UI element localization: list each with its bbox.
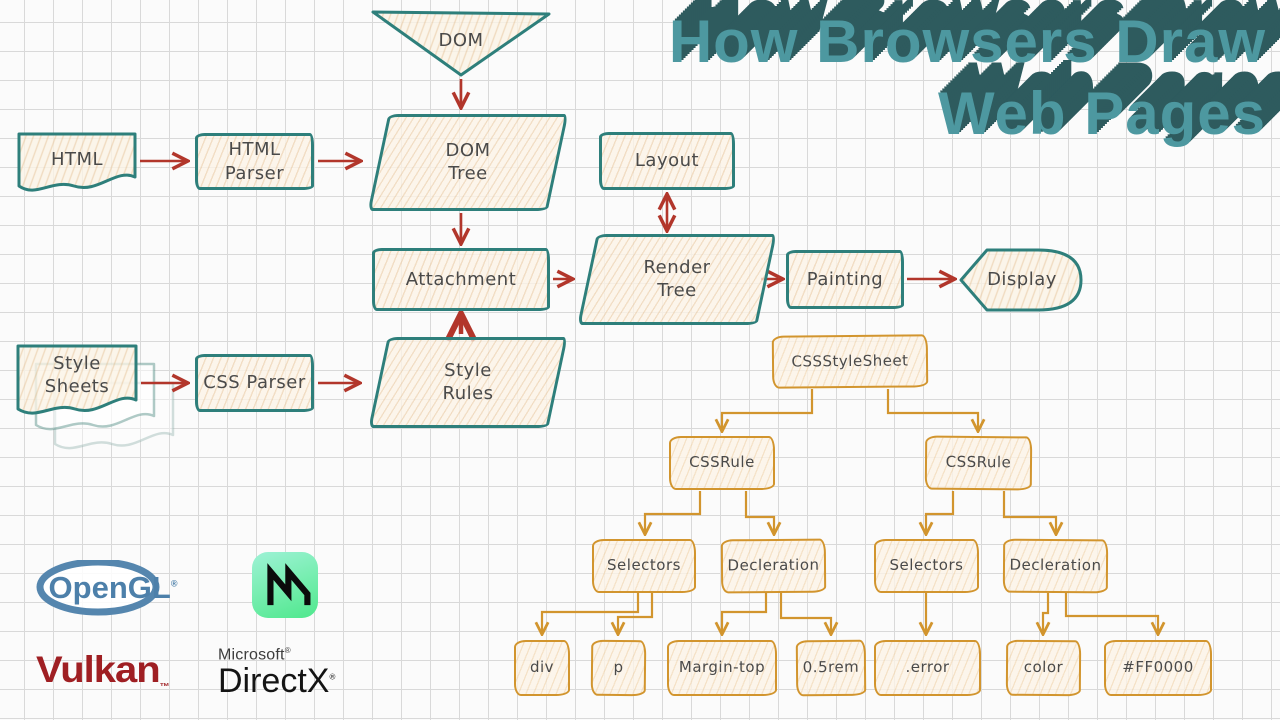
connector-declaration-to-05rem (779, 593, 831, 633)
style-rules-label: Style Rules (442, 360, 494, 405)
directx-registered-mark: ® (329, 673, 336, 682)
cssrule-right-label: CSSRule (945, 452, 1012, 472)
html-document-shape (17, 132, 137, 192)
render-tree-label: Render Tree (643, 257, 711, 302)
opengl-text: OpenGL (48, 570, 171, 605)
html-doc-label: HTML (50, 149, 104, 171)
leaf-div: div (514, 640, 570, 696)
style-sheets-document-shape (16, 344, 138, 415)
declaration-right-label: Decleration (1009, 555, 1102, 575)
title-line-1: How Browsers Draw (668, 8, 1266, 75)
metal-m-icon (267, 563, 311, 606)
layout-label: Layout (634, 150, 700, 172)
connector-declaration-to-margintop (722, 593, 768, 633)
opengl-ellipse-icon (36, 560, 160, 616)
node-declaration-right: Decleration (1002, 538, 1109, 594)
node-cssrule-right: CSSRule (924, 435, 1033, 491)
node-dom-tree: DOM Tree (367, 114, 569, 211)
node-painting: Painting (786, 250, 904, 309)
microsoft-wordmark: Microsoft® (218, 646, 368, 664)
cssstylesheet-label: CSSStyleSheet (791, 351, 909, 371)
selectors-left-label: Selectors (607, 556, 681, 575)
node-declaration-left: Decleration (720, 538, 827, 594)
node-cssstylesheet: CSSStyleSheet (771, 334, 929, 389)
connector-selectors-to-div (542, 593, 640, 633)
leaf-color: color (1005, 639, 1082, 697)
leaf-p: p (590, 639, 647, 697)
node-html-parser: HTML Parser (195, 133, 314, 190)
vulkan-trademark: ™ (159, 682, 170, 693)
page-title: How Browsers Draw Web Pages (669, 6, 1266, 150)
connector-root-to-rule-left (722, 389, 814, 430)
leaf-05rem-label: 0.5rem (802, 658, 860, 677)
opengl-wordmark: OpenGL® (48, 570, 178, 606)
connector-declaration-to-ff0000 (1064, 593, 1158, 633)
connector-ruleright-to-selectors (926, 491, 955, 533)
leaf-error-label: .error (905, 658, 950, 677)
attachment-label: Attachment (405, 268, 517, 290)
connector-ruleleft-to-selectors (645, 491, 702, 533)
node-css-parser: CSS Parser (195, 354, 314, 412)
leaf-div-label: div (529, 658, 555, 677)
dom-funnel-label: DOM (438, 30, 484, 52)
selectors-right-label: Selectors (889, 556, 964, 575)
opengl-registered-mark: ® (170, 578, 178, 589)
node-style-rules: Style Rules (368, 337, 568, 428)
connector-selectors-to-p (618, 593, 654, 633)
microsoft-text: Microsoft (218, 646, 285, 664)
vulkan-wordmark: Vulkan (36, 649, 161, 691)
node-layout: Layout (599, 132, 735, 190)
vulkan-logo: Vulkan™ (36, 650, 196, 692)
directx-text: DirectX (218, 662, 330, 701)
node-render-tree: Render Tree (577, 234, 777, 325)
connector-root-to-rule-right (886, 389, 978, 430)
opengl-logo: OpenGL® (36, 558, 177, 616)
leaf-error: .error (874, 640, 981, 696)
leaf-ff0000-label: #FF0000 (1122, 658, 1194, 677)
cssrule-left-label: CSSRule (689, 453, 755, 472)
leaf-margin-top: Margin-top (667, 640, 777, 696)
connector-declaration-to-color (1043, 593, 1048, 633)
leaf-05rem: 0.5rem (795, 639, 867, 697)
dom-tree-label: DOM Tree (445, 140, 491, 185)
leaf-color-label: color (1023, 658, 1064, 677)
metal-logo (252, 552, 318, 618)
node-cssrule-left: CSSRule (669, 436, 775, 490)
microsoft-registered-mark: ® (284, 646, 291, 655)
declaration-left-label: Decleration (727, 555, 820, 575)
style-sheets-label: Style Sheets (44, 352, 110, 397)
leaf-p-label: p (613, 658, 624, 677)
directx-wordmark: DirectX® (218, 662, 368, 701)
display-label: Display (987, 269, 1057, 291)
css-parser-label: CSS Parser (203, 372, 306, 394)
leaf-ff0000: #FF0000 (1104, 640, 1212, 696)
title-line-2: Web Pages (937, 80, 1266, 147)
connector-ruleleft-to-declaration (744, 491, 774, 533)
html-parser-label: HTML Parser (224, 139, 285, 184)
display-shape (959, 248, 1083, 312)
node-selectors-left: Selectors (592, 539, 696, 593)
dom-funnel-shape (371, 10, 551, 77)
node-selectors-right: Selectors (874, 539, 979, 593)
directx-logo: Microsoft® DirectX® (218, 646, 368, 701)
node-attachment: Attachment (372, 248, 550, 311)
connector-ruleright-to-declaration (1002, 491, 1056, 533)
leaf-margin-top-label: Margin-top (678, 658, 766, 677)
painting-label: Painting (806, 268, 884, 290)
